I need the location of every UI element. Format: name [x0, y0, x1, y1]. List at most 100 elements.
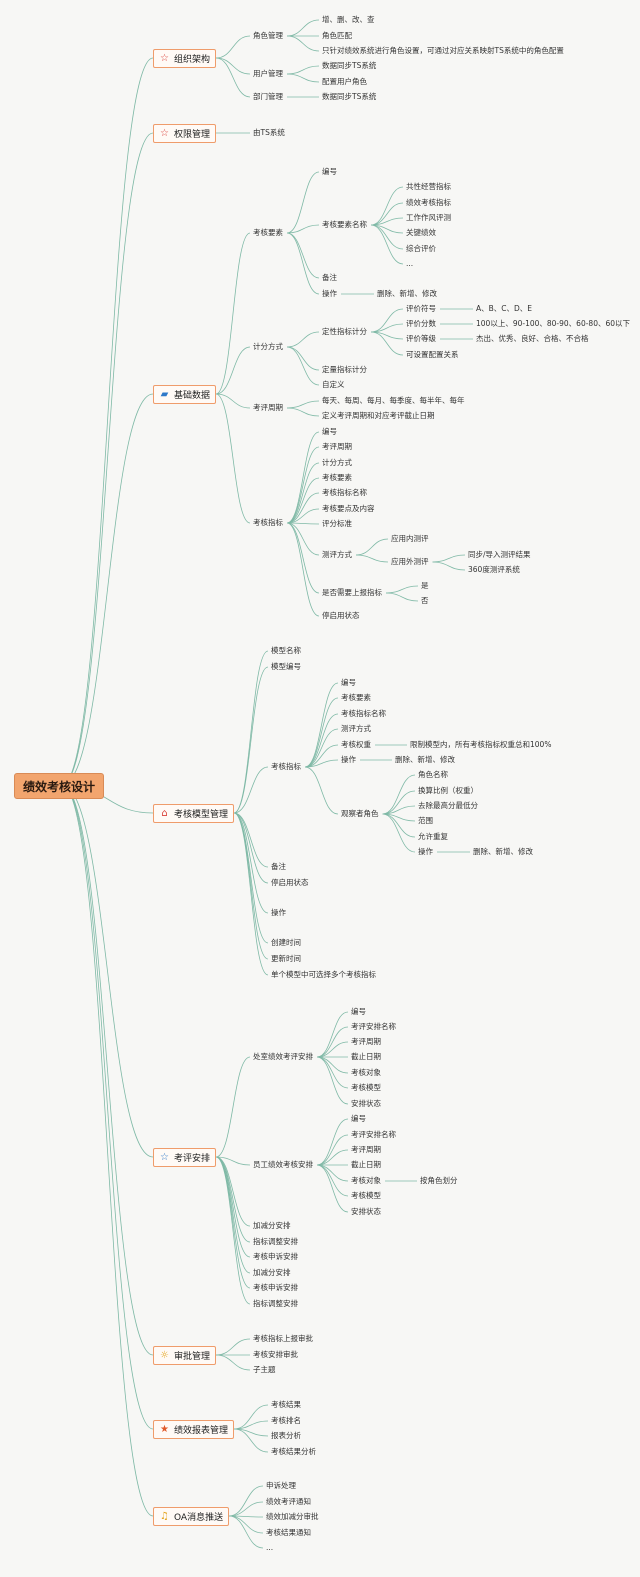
topic-node[interactable]: 考核指标上报审批	[253, 1334, 313, 1343]
topic-node[interactable]: 应用内测评	[391, 534, 429, 543]
topic-node[interactable]: 停启用状态	[271, 878, 309, 887]
topic-node[interactable]: 是	[421, 581, 429, 590]
topic-node[interactable]: 考核模型	[351, 1083, 381, 1092]
topic-node[interactable]: 否	[421, 596, 429, 605]
topic-node[interactable]: 安排状态	[351, 1099, 381, 1108]
topic-node[interactable]: 操作	[341, 755, 356, 764]
topic-node[interactable]: 评价符号	[406, 304, 436, 313]
topic-node[interactable]: 观察者角色	[341, 809, 379, 818]
branch-node[interactable]: ▰基础数据	[153, 384, 217, 404]
topic-node[interactable]: 截止日期	[351, 1052, 381, 1061]
topic-node[interactable]: 100以上、90-100、80-90、60-80、60以下	[476, 319, 631, 328]
topic-node[interactable]: 操作	[418, 847, 433, 856]
topic-node[interactable]: 删除、新增、修改	[377, 289, 437, 298]
topic-node[interactable]: 考核结果通知	[266, 1528, 311, 1537]
topic-node[interactable]: 编号	[322, 167, 337, 176]
topic-node[interactable]: 子主题	[253, 1365, 276, 1374]
topic-node[interactable]: 考核要素	[322, 473, 352, 482]
topic-node[interactable]: 加减分安排	[253, 1268, 291, 1277]
topic-node[interactable]: 考评周期	[351, 1145, 381, 1154]
topic-node[interactable]: 删除、新增、修改	[395, 755, 455, 764]
topic-node[interactable]: 数据同步TS系统	[322, 61, 377, 70]
topic-node[interactable]: 编号	[322, 427, 337, 436]
topic-node[interactable]: A、B、C、D、E	[476, 304, 533, 313]
topic-node[interactable]: 综合评价	[406, 244, 436, 253]
topic-node[interactable]: 更新时间	[271, 954, 301, 963]
branch-node[interactable]: ☆组织架构	[153, 48, 217, 68]
topic-node[interactable]: 关键绩效	[406, 228, 436, 237]
topic-node[interactable]: 报表分析	[271, 1431, 301, 1440]
topic-node[interactable]: 换算比例（权重）	[418, 786, 478, 795]
topic-node[interactable]: 考核模型	[351, 1191, 381, 1200]
topic-node[interactable]: 备注	[271, 862, 286, 871]
topic-node[interactable]: ...	[406, 259, 414, 268]
topic-node[interactable]: 考核申诉安排	[253, 1283, 298, 1292]
topic-node[interactable]: 考核要点及内容	[322, 504, 375, 513]
topic-node[interactable]: 评价等级	[406, 334, 436, 343]
topic-node[interactable]: 定性指标计分	[322, 327, 367, 336]
topic-node[interactable]: 每天、每周、每月、每季度、每半年、每年	[322, 396, 465, 405]
topic-node[interactable]: 同步/导入测评结果	[468, 550, 531, 559]
topic-node[interactable]: 考核对象	[351, 1068, 381, 1077]
topic-node[interactable]: 模型编号	[271, 662, 301, 671]
topic-node[interactable]: 考核指标	[253, 518, 283, 527]
topic-node[interactable]: 编号	[351, 1114, 366, 1123]
topic-node[interactable]: 员工绩效考核安排	[253, 1160, 313, 1169]
topic-node[interactable]: 考评安排名称	[351, 1130, 396, 1139]
topic-node[interactable]: 按角色划分	[420, 1176, 458, 1185]
topic-node[interactable]: ...	[266, 1543, 274, 1552]
branch-node[interactable]: ★绩效报表管理	[153, 1419, 235, 1439]
topic-node[interactable]: 考核指标名称	[322, 488, 367, 497]
branch-node[interactable]: ☼审批管理	[153, 1345, 217, 1365]
topic-node[interactable]: 考评周期	[322, 442, 352, 451]
topic-node[interactable]: 指标调整安排	[253, 1237, 298, 1246]
topic-node[interactable]: 备注	[322, 273, 337, 282]
topic-node[interactable]: 数据同步TS系统	[322, 92, 377, 101]
topic-node[interactable]: 单个模型中可选择多个考核指标	[271, 970, 376, 979]
topic-node[interactable]: 删除、新增、修改	[473, 847, 533, 856]
topic-node[interactable]: 模型名称	[271, 646, 301, 655]
topic-node[interactable]: 编号	[351, 1007, 366, 1016]
topic-node[interactable]: 杰出、优秀、良好、合格、不合格	[476, 334, 589, 343]
topic-node[interactable]: 用户管理	[253, 69, 283, 78]
branch-node[interactable]: ⌂考核模型管理	[153, 803, 235, 823]
topic-node[interactable]: 安排状态	[351, 1207, 381, 1216]
topic-node[interactable]: 定量指标计分	[322, 365, 367, 374]
topic-node[interactable]: 评价分数	[406, 319, 436, 328]
topic-node[interactable]: 共性经营指标	[406, 182, 451, 191]
topic-node[interactable]: 处室绩效考评安排	[253, 1052, 313, 1061]
topic-node[interactable]: 角色名称	[418, 770, 448, 779]
topic-node[interactable]: 自定义	[322, 380, 345, 389]
topic-node[interactable]: 限制模型内，所有考核指标权重总和100%	[410, 740, 552, 749]
topic-node[interactable]: 配置用户角色	[322, 77, 367, 86]
topic-node[interactable]: 由TS系统	[253, 128, 285, 137]
topic-node[interactable]: 截止日期	[351, 1160, 381, 1169]
topic-node[interactable]: 指标调整安排	[253, 1299, 298, 1308]
topic-node[interactable]: 申诉处理	[266, 1481, 296, 1490]
branch-node[interactable]: ♫OA消息推送	[153, 1506, 230, 1526]
topic-node[interactable]: 考核结果	[271, 1400, 301, 1409]
topic-node[interactable]: 允许重复	[418, 832, 448, 841]
topic-node[interactable]: 考核指标名称	[341, 709, 386, 718]
branch-node[interactable]: ☆权限管理	[153, 123, 217, 143]
topic-node[interactable]: 工作作风评测	[406, 213, 451, 222]
topic-node[interactable]: 计分方式	[322, 458, 352, 467]
topic-node[interactable]: 360度测评系统	[468, 565, 520, 574]
topic-node[interactable]: 考核要素名称	[322, 220, 367, 229]
topic-node[interactable]: 部门管理	[253, 92, 283, 101]
topic-node[interactable]: 操作	[322, 289, 337, 298]
topic-node[interactable]: 考评周期	[253, 403, 283, 412]
topic-node[interactable]: 操作	[271, 908, 286, 917]
topic-node[interactable]: 可设置配置关系	[406, 350, 459, 359]
branch-node[interactable]: ☆考评安排	[153, 1147, 217, 1167]
topic-node[interactable]: 绩效考核指标	[406, 198, 451, 207]
topic-node[interactable]: 考核权重	[341, 740, 371, 749]
topic-node[interactable]: 考核指标	[271, 762, 301, 771]
topic-node[interactable]: 增、删、改、查	[322, 15, 375, 24]
topic-node[interactable]: 考核安排审批	[253, 1350, 298, 1359]
topic-node[interactable]: 考核排名	[271, 1416, 301, 1425]
topic-node[interactable]: 绩效考评通知	[266, 1497, 311, 1506]
topic-node[interactable]: 测评方式	[341, 724, 371, 733]
topic-node[interactable]: 范围	[418, 816, 433, 825]
topic-node[interactable]: 定义考评周期和对应考评截止日期	[322, 411, 435, 420]
